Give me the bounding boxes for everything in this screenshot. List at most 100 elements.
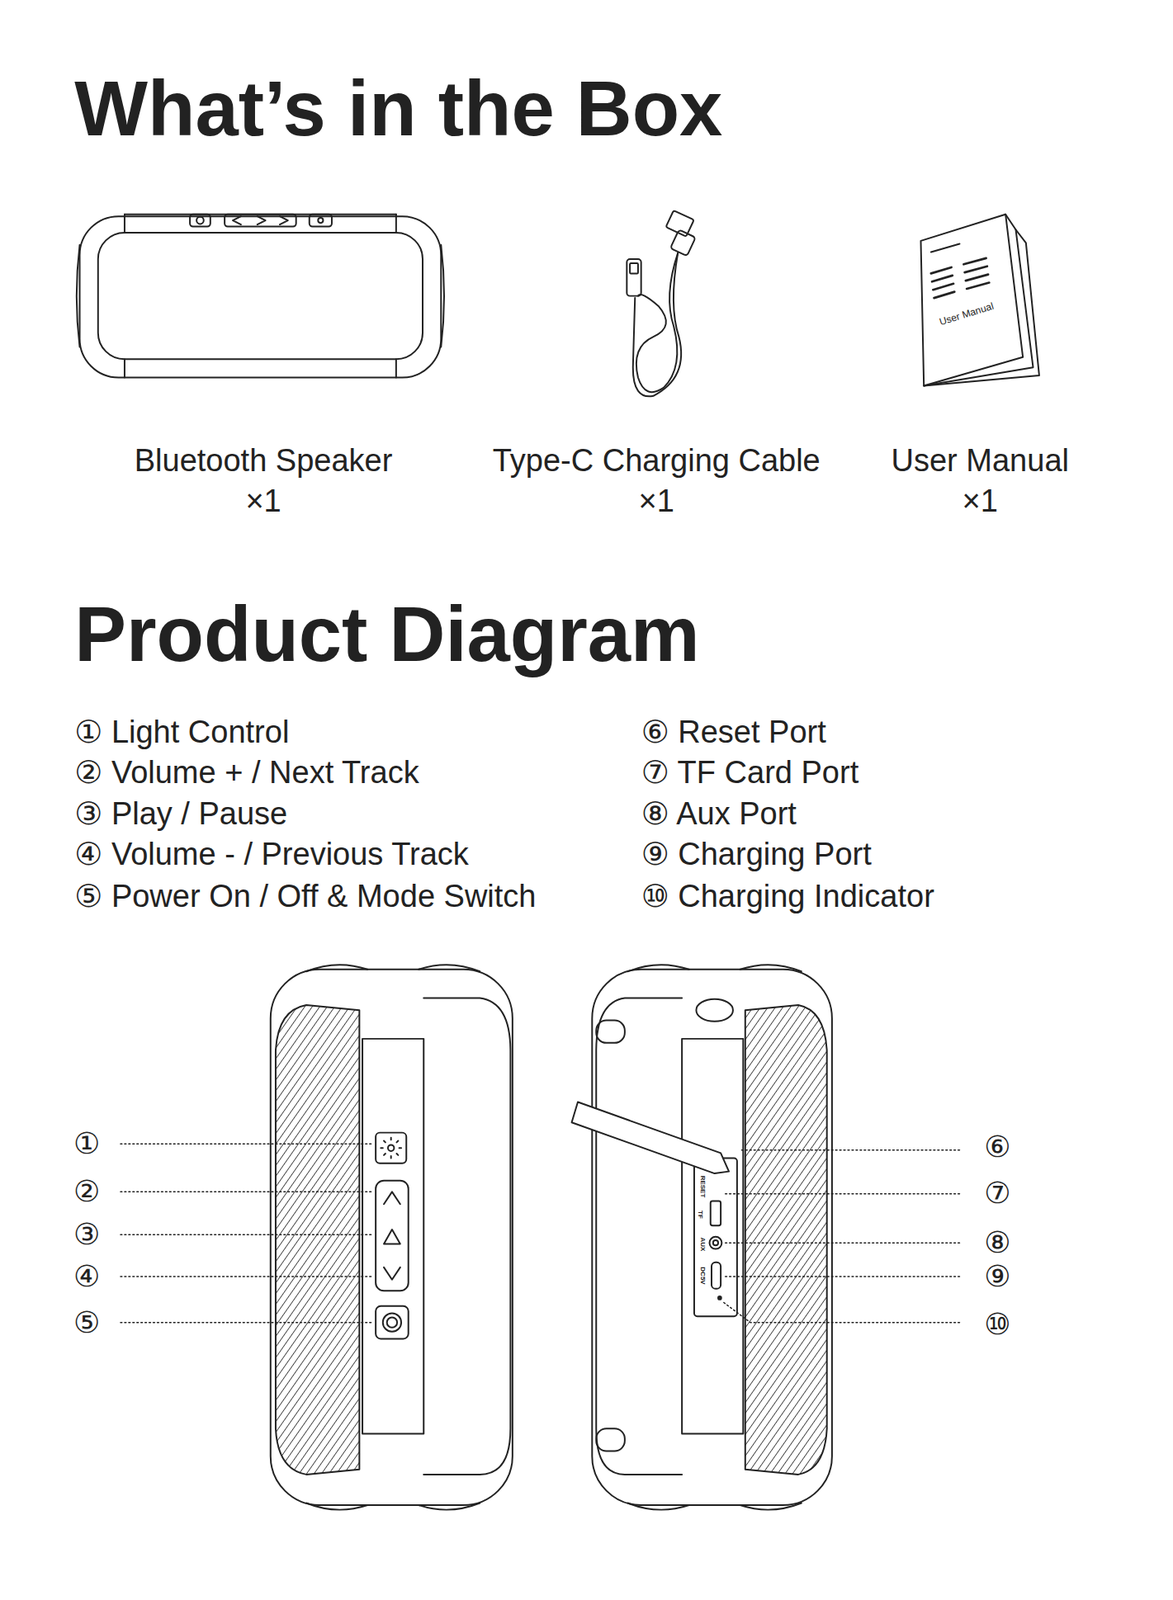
drawing-part (628, 1504, 802, 1511)
callout-number: ⑩ (983, 1308, 1011, 1342)
drawing-part (742, 1005, 829, 1476)
drawing-part (626, 259, 641, 297)
part-list-item: ⑨ Charging Port (641, 837, 872, 873)
drawing-part (395, 214, 398, 233)
drawing-part (196, 217, 204, 225)
port-marking: TF (696, 1210, 705, 1220)
drawing-part (123, 214, 126, 233)
drawing-part (681, 1039, 743, 1435)
drawing-part (591, 969, 833, 1506)
callout-number: ④ (73, 1260, 100, 1294)
drawing-part (387, 1317, 398, 1328)
callout-number: ⑤ (73, 1306, 100, 1340)
drawing-part (723, 1193, 961, 1195)
drawing-part (383, 1267, 401, 1281)
drawing-part (711, 1262, 721, 1290)
drawing-part (383, 1314, 402, 1333)
part-list-item: ① Light Control (74, 715, 289, 751)
drawing-part (387, 1144, 394, 1151)
drawing-part (375, 1181, 409, 1292)
drawing-part (120, 1276, 372, 1278)
callout-number: ⑥ (983, 1130, 1011, 1164)
drawing-part (595, 997, 682, 1475)
drawing-part (965, 274, 989, 281)
drawing-part (738, 1149, 960, 1151)
leader-lines (120, 1144, 960, 1323)
callout-number: ⑧ (983, 1227, 1011, 1261)
drawing-part (920, 214, 1023, 387)
drawing-part (629, 263, 639, 274)
drawing-part (695, 999, 734, 1022)
port-marking: AUX (698, 1237, 706, 1252)
part-list-item: ② Volume + / Next Track (74, 756, 419, 792)
drawing-part (670, 229, 696, 256)
user-manual-booklet (920, 214, 1039, 387)
drawing-part (375, 1306, 409, 1340)
drawing-part (317, 217, 323, 223)
item-count: ×1 (638, 485, 675, 521)
drawing-part (80, 216, 442, 378)
part-list-item: ③ Play / Pause (74, 797, 288, 833)
part-list-item: ⑤ Power On / Off & Mode Switch (74, 879, 536, 915)
drawing-part (375, 1133, 407, 1164)
item-count: ×1 (245, 485, 281, 521)
item-name: Type-C Charging Cable (492, 444, 821, 479)
type-c-cable (626, 210, 696, 397)
part-list-item: ⑦ TF Card Port (641, 756, 860, 792)
drawing-part (76, 245, 81, 348)
drawing-part (306, 1504, 480, 1511)
drawing-part (383, 1191, 401, 1205)
drawing-part (721, 1301, 960, 1324)
item-name: Bluetooth Speaker (134, 444, 393, 479)
port-marking: DC5V (698, 1267, 706, 1285)
drawing-part (932, 283, 954, 290)
drawing-part (666, 210, 695, 237)
drawing-part (723, 1242, 961, 1244)
drawing-part (709, 1237, 723, 1250)
speaker-front (76, 214, 445, 379)
drawing-part (718, 1296, 722, 1301)
part-list-item: ⑩ Charging Indicator (641, 879, 935, 915)
drawing-part (273, 1005, 361, 1476)
drawing-part (966, 283, 989, 289)
drawing-part (270, 969, 513, 1506)
part-list-item: ⑧ Aux Port (641, 797, 797, 833)
drawing-part (694, 1158, 738, 1318)
drawing-part (189, 214, 211, 228)
part-list-item: ⑥ Reset Port (641, 715, 827, 751)
drawing-part (633, 253, 682, 398)
item-name: User Manual (891, 444, 1069, 479)
drawing-part (440, 245, 445, 348)
drawing-part (232, 216, 289, 225)
drawing-part (923, 214, 1033, 387)
drawing-part (120, 1234, 372, 1236)
drawing-part (595, 1428, 625, 1452)
drawing-part (595, 1021, 625, 1044)
drawing-part (934, 292, 956, 298)
drawing-part (306, 964, 480, 972)
drawing-part (120, 1322, 372, 1324)
drawing-part (380, 1138, 402, 1159)
drawing-part (636, 253, 678, 393)
drawing-part (395, 359, 398, 378)
drawing-part (362, 1039, 424, 1435)
section-heading: Product Diagram (74, 592, 700, 678)
drawing-part (931, 267, 952, 274)
drawing-part (423, 997, 511, 1475)
drawing-part (572, 1102, 729, 1175)
speaker-side-ports (572, 964, 833, 1510)
drawing-part (120, 1191, 372, 1193)
drawing-part (963, 258, 986, 265)
callout-number: ② (73, 1176, 100, 1210)
drawing-part (120, 1143, 372, 1145)
speaker-side-buttons (270, 964, 513, 1510)
callout-number: ③ (73, 1219, 100, 1253)
drawing-part (224, 214, 297, 228)
item-count: ×1 (962, 485, 998, 521)
drawing-part (931, 275, 953, 282)
drawing-part (713, 1240, 719, 1246)
part-list-item: ④ Volume - / Previous Track (74, 837, 469, 873)
page-title: What’s in the Box (74, 66, 723, 152)
port-marking: RESET (698, 1176, 706, 1199)
